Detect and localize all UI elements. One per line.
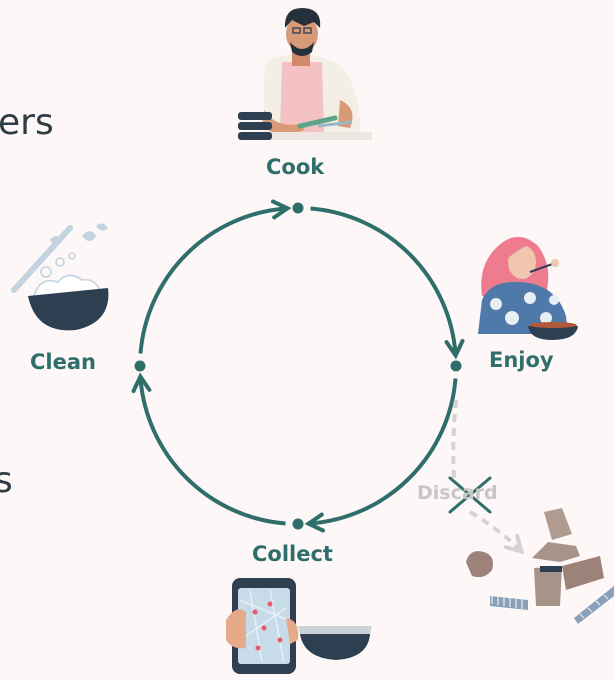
phone-map-illustration <box>226 578 372 674</box>
washing-bowl-illustration <box>11 223 109 331</box>
clean-dot <box>134 360 146 372</box>
arc-cook-to-enjoy <box>310 206 465 360</box>
discarded-packaging-illustration <box>466 508 614 624</box>
discard-path-lower <box>468 510 525 555</box>
arc-enjoy-to-collect <box>304 378 458 533</box>
discard-cross-icon <box>448 476 492 514</box>
cook-dot <box>292 202 304 214</box>
chef-illustration <box>238 8 372 140</box>
arc-clean-to-cook <box>138 199 292 354</box>
arc-collect-to-clean <box>131 372 286 526</box>
stage-label-clean: Clean <box>30 350 96 374</box>
enjoy-dot <box>450 360 462 372</box>
stage-label-cook: Cook <box>266 155 325 179</box>
edge-text-bottom: s <box>0 460 13 501</box>
stage-label-enjoy: Enjoy <box>489 348 554 372</box>
edge-text-top: ers <box>0 102 54 143</box>
stage-label-collect: Collect <box>252 542 333 566</box>
woman-eating-illustration <box>478 236 578 340</box>
discard-label: Discard <box>417 482 498 504</box>
collect-dot <box>292 518 304 530</box>
discard-path-upper <box>451 399 458 479</box>
